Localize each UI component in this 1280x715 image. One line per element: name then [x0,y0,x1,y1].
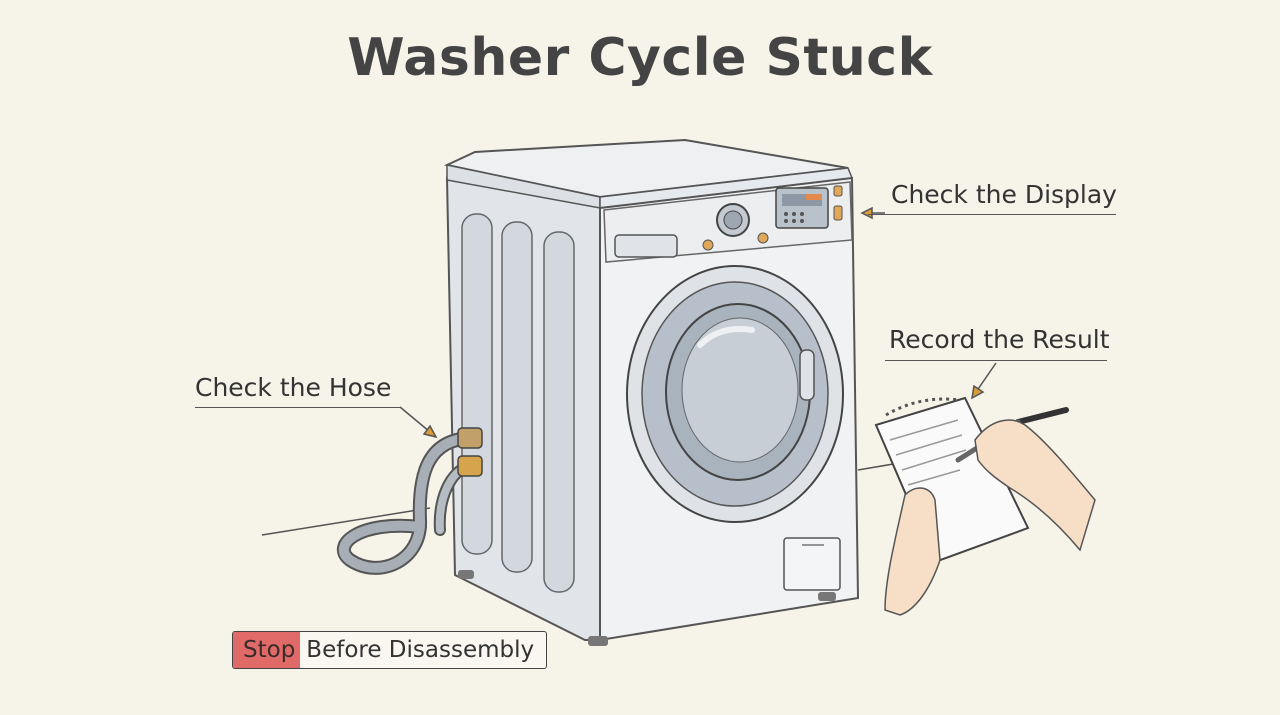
arrow-result [971,362,997,400]
washer-side-panel [445,176,601,641]
label-check-hose: Check the Hose [195,373,392,402]
arrow-hose [399,406,438,439]
stop-rest-text: Before Disassembly [306,637,535,663]
filter-hatch [783,537,841,591]
underline-display [868,214,1116,215]
pen [1015,407,1069,425]
hose-connector [457,427,483,449]
label-check-display: Check the Display [891,180,1117,209]
floor-line-left [261,507,431,536]
hose-connector [457,455,483,477]
diagram-title: Washer Cycle Stuck [347,28,933,88]
underline-result [885,360,1107,361]
notepad-with-hands [874,396,1096,616]
washer-foot [458,570,474,579]
washer-foot [818,592,836,601]
washer-door [626,265,844,523]
stop-warning-badge: Stop Before Disassembly [232,631,548,669]
underline-hose [195,407,400,408]
arrow-display [860,206,885,220]
stop-highlight: Stop [233,632,301,668]
detergent-drawer [614,234,678,258]
washer-foot [588,636,608,646]
water-hose [337,431,477,575]
label-record-result: Record the Result [889,325,1110,354]
